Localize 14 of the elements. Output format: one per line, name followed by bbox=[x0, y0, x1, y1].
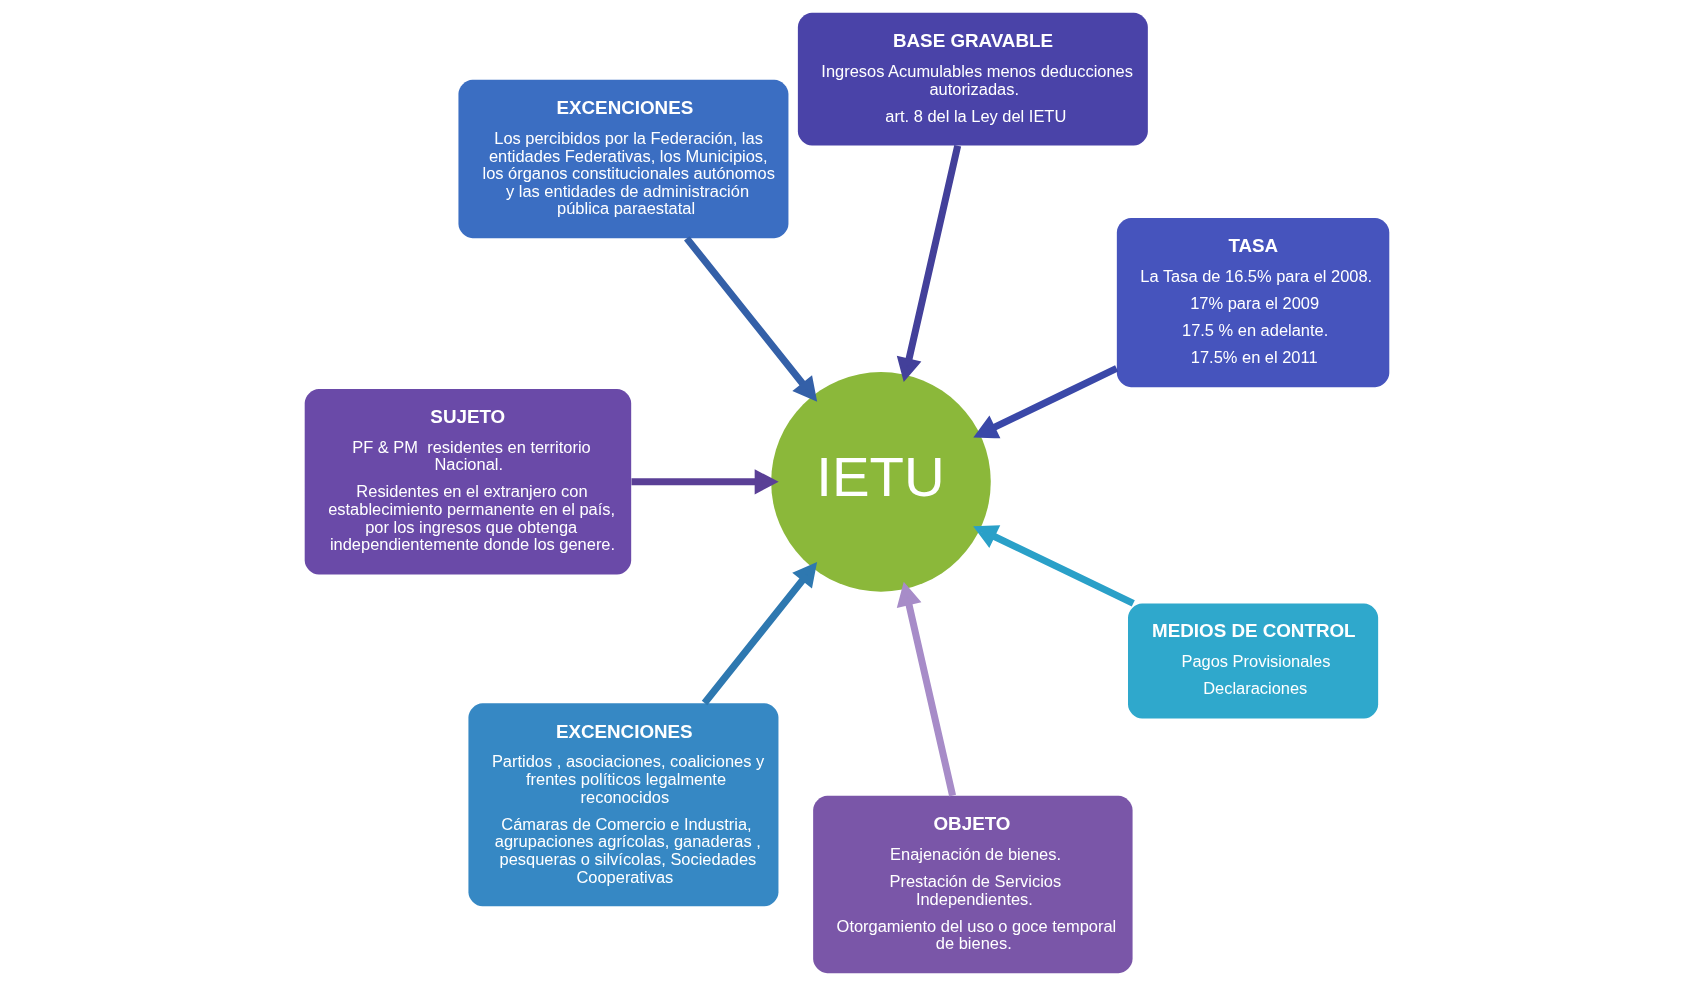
node-box: SUJETO PF & PM residentes en territorio Nacional. Residentes en el extranjero con establecimiento permanente en el país, por los ingresos que obtenga independientemente donde los genere. bbox=[304, 389, 632, 575]
arrow bbox=[973, 525, 1135, 607]
arrow bbox=[896, 144, 962, 383]
arrow bbox=[631, 469, 779, 495]
arrow bbox=[701, 561, 818, 706]
arrow bbox=[896, 581, 956, 797]
node-box: TASA La Tasa de 16.5% para el 2008. 17% para el 2009 17.5 % en adelante. 17.5% en el 2011 bbox=[1116, 218, 1390, 388]
node-box: EXCENCIONES Partidos , asociaciones, coaliciones y frentes políticos legalmente reconocidos Cámaras de Comercio e Industria, agrupaciones agrícolas, ganaderas , pesqueras o silvícolas, Sociedades Cooperativas bbox=[468, 703, 779, 907]
node-box: BASE GRAVABLE Ingresos Acumulables menos deducciones autorizadas. art. 8 del la Ley del IETU bbox=[797, 12, 1148, 146]
node-box: EXCENCIONES Los percibidos por la Federación, las entidades Federativas, los Municipios, los órganos constitucionales autónomos y las entidades de administración pública paraestatal bbox=[458, 79, 789, 239]
arrow bbox=[973, 365, 1119, 439]
arrow bbox=[684, 236, 818, 402]
node-box: MEDIOS DE CONTROL Pagos Provisionales Declaraciones bbox=[1128, 603, 1379, 719]
node-box: OBJETO Enajenación de bienes. Prestación de Servicios Independientes. Otorgamiento del uso o goce temporal de bienes. bbox=[813, 795, 1133, 974]
